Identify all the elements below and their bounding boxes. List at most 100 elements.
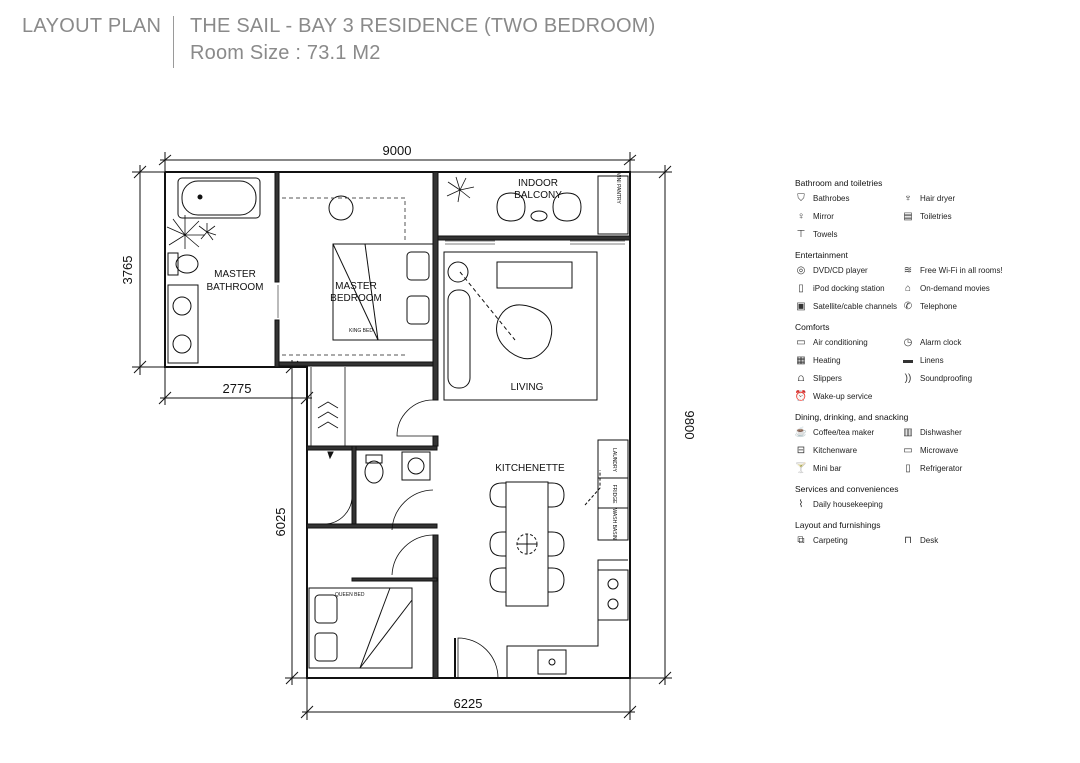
soundproofing-icon: ))	[904, 373, 912, 384]
room-label-kitchenette: KITCHENETTE	[495, 463, 565, 474]
bedroom-round-table	[328, 195, 354, 221]
toilet	[167, 252, 199, 276]
refrigerator-icon: ▯	[905, 463, 911, 474]
amenity-label: Slippers	[813, 374, 842, 383]
amenity-label: Free Wi-Fi in all rooms!	[920, 266, 1003, 275]
dining-set	[489, 481, 565, 607]
balcony-palm	[446, 176, 475, 203]
amenity-item: ▥ Dishwasher	[902, 427, 1052, 439]
amenity-item: ⩍ Slippers	[795, 373, 902, 385]
amenity-section: Entertainment ◎ DVD/CD player ≋ Free Wi-Fi i…	[795, 250, 1065, 313]
amenity-label: DVD/CD player	[813, 266, 868, 275]
amenity-section-title: Dining, drinking, and snacking	[795, 412, 909, 422]
header-divider	[173, 16, 174, 68]
amenity-label: Dishwasher	[920, 428, 962, 437]
room-size: Room Size : 73.1 M2	[190, 42, 381, 64]
amenity-label: Satellite/cable channels	[813, 302, 898, 311]
amenities-panel: Bathroom and toiletries⛉Bathrobes♆Hair d…	[795, 178, 1065, 556]
amenity-item: ⊓Desk	[902, 535, 1052, 547]
amenity-item: )) Soundproofing	[902, 373, 1052, 385]
room-label-king-bed: KING BED	[349, 328, 373, 334]
amenity-label: Air conditioning	[813, 338, 868, 347]
dim-right-label: 9800	[682, 411, 697, 440]
amenity-label: Heating	[813, 356, 841, 365]
amenity-item: ◎ DVD/CD player	[795, 265, 902, 277]
ipod-icon: ▯	[798, 283, 804, 294]
dim-left-upper-label: 3765	[120, 256, 135, 285]
movies-icon: ⌂	[904, 283, 912, 294]
amenity-label: Mirror	[813, 212, 834, 221]
room-label-laundry: LAUNDRY	[611, 448, 617, 472]
microwave-icon: ▭	[903, 445, 913, 456]
balcony-chairs	[496, 192, 582, 222]
amenity-item: ▭Air conditioning	[795, 337, 902, 349]
amenity-label: Bathrobes	[813, 194, 850, 203]
room-label-living: LIVING	[511, 382, 544, 393]
amenity-label: Alarm clock	[920, 338, 962, 347]
dim-left-upper	[132, 165, 165, 375]
satellite-icon: ▣	[796, 301, 806, 312]
common-bathroom	[327, 451, 431, 484]
telephone-icon: ✆	[903, 301, 913, 312]
amenity-item: ▯iPod docking station	[795, 283, 902, 295]
wardrobe	[310, 367, 346, 446]
amenity-label: Toiletries	[920, 212, 952, 221]
amenity-item: ◷ Alarm clock	[902, 337, 1052, 349]
mini-bar-icon: 🍸	[794, 463, 808, 474]
amenity-label: Desk	[920, 536, 939, 545]
dim-mid-label: 2775	[223, 381, 252, 396]
amenity-item: ⌇Daily housekeeping	[795, 499, 902, 511]
room-label-mini-pantry: MINI PANTRY	[615, 172, 621, 204]
amenity-item: ▬Linens	[902, 355, 1052, 367]
plan-title: THE SAIL - BAY 3 RESIDENCE (TWO BEDROOM)	[190, 15, 656, 37]
slippers-icon: ⩍	[797, 373, 805, 384]
alarm-clock-icon: ◷	[903, 337, 913, 348]
housekeeping-icon: ⌇	[798, 499, 804, 510]
carpeting-icon: ⧉	[797, 535, 805, 546]
amenity-label: Hair dryer	[920, 194, 956, 203]
wake-up-icon: ⏰	[794, 391, 808, 402]
kitchenware-icon: ⊟	[796, 445, 806, 456]
room-label-master-bathroom-1: MASTER	[214, 269, 256, 280]
amenity-item: ▯ Refrigerator	[902, 463, 1052, 475]
amenity-label: Soundproofing	[920, 374, 973, 383]
amenity-section: Layout and furnishings⧉Carpeting⊓Desk	[795, 520, 1065, 547]
amenity-item: ▤Toiletries	[902, 211, 1052, 223]
dim-top-label: 9000	[383, 143, 412, 158]
bathrobe-icon: ⛉	[797, 193, 805, 204]
amenity-item: ▦Heating	[795, 355, 902, 367]
amenity-label: Mini bar	[813, 464, 842, 473]
bedroom-dashed-line	[282, 197, 406, 240]
amenity-section: Comforts ▭Air conditioning◷ Alarm clock ▦He…	[795, 322, 1065, 403]
amenity-item: ✆ Telephone	[902, 301, 1052, 313]
amenity-section: Dining, drinking, and snacking ☕Coffee/te…	[795, 412, 1065, 475]
doors	[324, 399, 499, 679]
amenity-label: Towels	[813, 230, 838, 239]
living-area	[443, 251, 598, 401]
room-label-master-bedroom-1: MASTER	[335, 281, 377, 292]
dim-right	[630, 165, 672, 685]
amenity-section-title: Services and conveniences	[795, 484, 899, 494]
amenity-label: Telephone	[920, 302, 957, 311]
coffee-icon: ☕	[794, 427, 808, 438]
amenity-item: 🍸 Mini bar	[795, 463, 902, 475]
wifi-icon: ≋	[903, 265, 913, 276]
amenity-label: Refrigerator	[920, 464, 963, 473]
amenity-item: ⛉ Bathrobes	[795, 193, 902, 205]
dim-top	[158, 152, 637, 172]
amenity-section-title: Layout and furnishings	[795, 520, 881, 530]
dim-left-lower	[285, 360, 307, 685]
room-label-wash: WASH BASIN	[611, 508, 617, 540]
dishwasher-icon: ▥	[903, 427, 913, 438]
room-label-indoor-balcony-1: INDOOR	[518, 178, 558, 189]
dim-left-lower-label: 6025	[273, 508, 288, 537]
amenity-section-title: Comforts	[795, 322, 830, 332]
dvd-icon: ◎	[796, 265, 806, 276]
amenity-section-title: Entertainment	[795, 250, 848, 260]
dim-bottom-label: 6225	[454, 696, 483, 711]
room-label-master-bathroom-2: BATHROOM	[206, 282, 263, 293]
amenity-label: Linens	[920, 356, 944, 365]
towels-icon: ⊤	[796, 229, 806, 240]
amenity-item: ☕Coffee/tea maker	[795, 427, 902, 439]
amenity-label: On-demand movies	[920, 284, 990, 293]
